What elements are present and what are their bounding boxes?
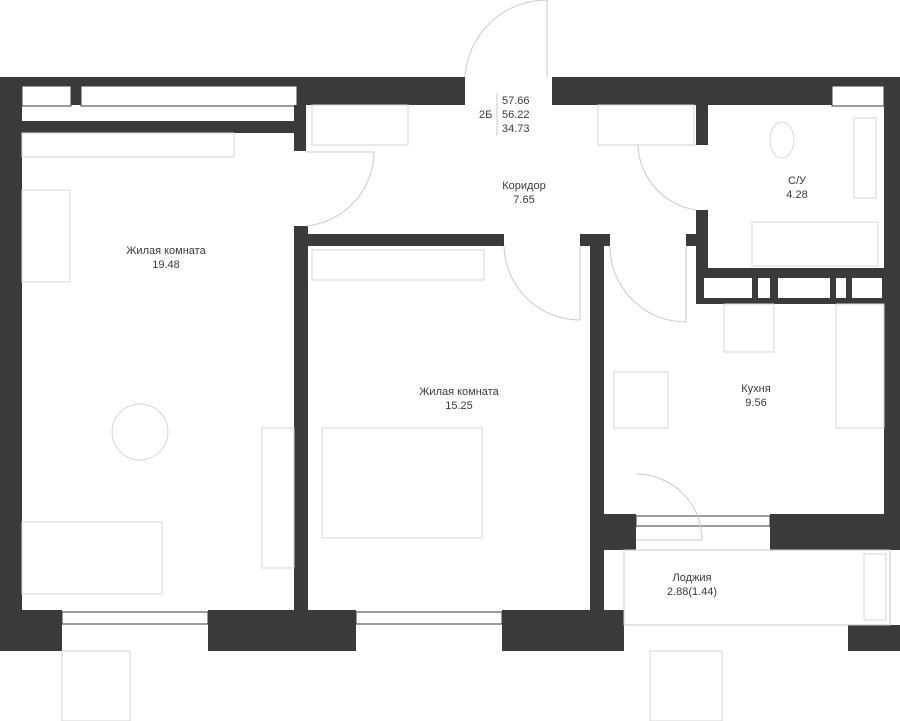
wall-corridor-bottom: [306, 234, 504, 246]
door-swings: [305, 0, 703, 541]
kitchen-table: [613, 371, 669, 429]
window-top-3: [831, 85, 885, 107]
window-bottom-1: [61, 611, 209, 625]
sink: [853, 117, 877, 199]
room-label-living-1: Жилая комната 19.48: [106, 244, 226, 272]
wall-room1-top: [22, 121, 306, 133]
vent-openings: [704, 278, 882, 298]
room-label-kitchen: Кухня 9.56: [726, 382, 786, 410]
wall-room1-right: [294, 226, 308, 610]
windows: [21, 85, 885, 625]
room-area: 15.25: [445, 400, 473, 412]
room-area: 2.88(1.44): [666, 586, 718, 598]
vent-5: [852, 278, 882, 298]
room-name: С/У: [788, 175, 806, 187]
wardrobe-corridor-r: [597, 104, 695, 146]
bathtub: [751, 221, 879, 267]
vent-1: [704, 278, 752, 298]
wall-room2-right: [590, 246, 604, 610]
door-kitchen: [609, 245, 687, 323]
area-living: 34.73: [502, 123, 530, 135]
wardrobe-room2: [311, 249, 485, 281]
door-room2: [503, 245, 581, 321]
room-area: 19.48: [152, 259, 180, 271]
desk-room1: [21, 189, 71, 283]
wall-bottom-right: [502, 610, 624, 651]
loggia-outline: [623, 549, 891, 626]
wall-loggia-bottom: [848, 625, 900, 651]
room-name: Жилая комната: [126, 245, 206, 257]
wall-bottom-left: [0, 610, 62, 651]
door-entrance: [464, 0, 548, 78]
wall-kitchen-bottom-left: [600, 514, 636, 550]
room-name: Коридор: [502, 180, 546, 192]
window-top-1: [21, 85, 72, 107]
toilet: [769, 121, 795, 159]
wall-right-upper: [884, 77, 900, 517]
wall-bath-left-top: [696, 105, 708, 145]
area-with: 56.22: [502, 109, 530, 121]
room-name: Лоджия: [672, 572, 712, 584]
room-area: 7.65: [513, 194, 535, 206]
room-label-bathroom: С/У 4.28: [767, 174, 827, 202]
wall-room1-right-top: [294, 105, 306, 151]
door-bath: [637, 144, 697, 211]
wall-kitchen-bottom: [770, 514, 900, 550]
wall-corridor-bottom-r: [580, 234, 610, 246]
wall-bath-left: [696, 210, 708, 274]
balcony-lower-1: [61, 650, 131, 721]
dresser-room2: [261, 427, 295, 569]
loggia-rack: [863, 553, 887, 621]
room-name: Жилая комната: [419, 386, 499, 398]
rug-round: [111, 403, 169, 461]
window-kitchen: [635, 515, 771, 527]
fridge: [723, 303, 775, 353]
room-label-living-2: Жилая комната 15.25: [399, 385, 519, 413]
vent-3: [778, 278, 830, 298]
vent-4: [836, 278, 846, 298]
balcony-lower-2: [649, 650, 723, 721]
room-label-corridor: Коридор 7.65: [484, 179, 564, 207]
area-total: 57.66: [502, 95, 530, 107]
interior-walls: [22, 105, 884, 610]
room-area: 4.28: [786, 189, 808, 201]
apartment-type: 2Б: [479, 109, 493, 121]
vent-2: [758, 278, 770, 298]
window-top-2: [80, 85, 298, 107]
wall-left: [0, 77, 22, 651]
sofa: [21, 521, 163, 595]
kitchen-counter: [835, 303, 885, 429]
window-bottom-2: [355, 611, 503, 625]
outer-walls: [0, 77, 900, 651]
loggia-border: [623, 549, 891, 626]
room-area: 9.56: [745, 397, 767, 409]
wall-corridor-r: [686, 234, 698, 246]
wall-bottom-mid: [208, 610, 356, 651]
wardrobe-corridor-l: [311, 104, 409, 146]
room-label-loggia: Лоджия 2.88(1.44): [652, 571, 732, 599]
furniture: [21, 104, 887, 721]
door-room1: [305, 151, 375, 227]
room-name: Кухня: [741, 383, 771, 395]
door-loggia: [635, 473, 703, 541]
wardrobe-room1: [21, 132, 235, 158]
bed: [321, 427, 483, 539]
